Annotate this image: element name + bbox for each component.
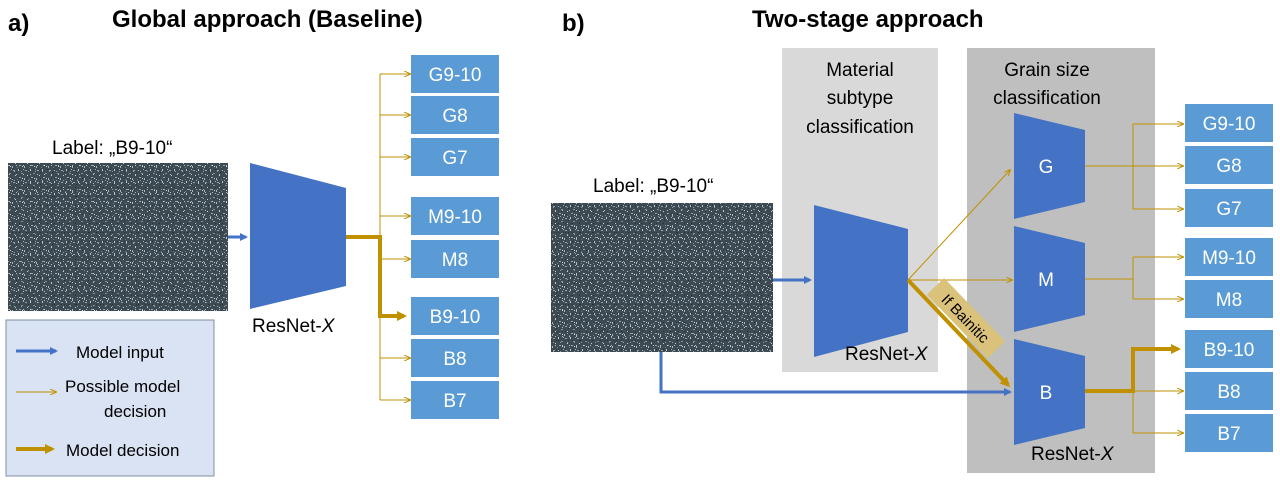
stage1-to-g-arrow [907, 170, 1010, 281]
class-box: M8 [1185, 280, 1273, 318]
class-box-label: M8 [1216, 290, 1242, 311]
panel-a: a) Global approach (Baseline) Label: „B9… [5, 6, 499, 477]
panel-a-title: Global approach (Baseline) [112, 6, 423, 33]
legend-possible-decision-1: Possible model [65, 377, 180, 396]
class-box: G8 [1185, 146, 1273, 184]
class-box-label: G9-10 [1203, 114, 1256, 135]
panel-a-model-decision-arrow [346, 235, 407, 321]
subtype-model-b [1014, 339, 1085, 445]
class-box: B9-10 [411, 297, 499, 335]
panel-a-class-boxes: G9-10 G8 G7 M9-10 M8 B9-10 B8 B7 [411, 55, 499, 419]
class-box-label: B7 [443, 391, 466, 412]
class-box: G7 [411, 138, 499, 176]
panel-b-title: Two-stage approach [752, 6, 984, 33]
subtype-model-g-label: G [1039, 157, 1054, 178]
class-box-label: M8 [442, 250, 468, 271]
class-box-label: B8 [443, 349, 466, 370]
class-box: G9-10 [411, 55, 499, 93]
class-box-label: G7 [442, 148, 467, 169]
stage1-title-line2: subtype [827, 88, 894, 109]
class-box: B8 [1185, 372, 1273, 410]
stage2-title-line2: classification [993, 88, 1101, 109]
class-box-label: B7 [1217, 424, 1240, 445]
class-box: B7 [411, 381, 499, 419]
panel-a-possible-decisions [379, 74, 410, 400]
panel-a-input-micrograph [8, 163, 228, 311]
panel-a-letter: a) [8, 10, 29, 37]
panel-b-input-arrow-stage2 [659, 352, 1012, 396]
stage2-model-label: ResNet-X [1031, 444, 1115, 465]
panel-b-input-micrograph [551, 203, 773, 352]
class-box-label: G9-10 [429, 65, 482, 86]
class-box-label: M9-10 [1202, 248, 1256, 269]
class-box-label: M9-10 [428, 207, 482, 228]
class-box-label: B9-10 [430, 307, 481, 328]
g-possible-decisions [1085, 124, 1183, 209]
legend-model-input: Model input [76, 343, 164, 362]
panel-b-input-label: Label: „B9-10“ [593, 176, 713, 197]
stage1-to-b-decision-arrow [906, 278, 1011, 388]
stage1-model-label: ResNet-X [845, 344, 929, 365]
class-box: G8 [411, 96, 499, 134]
panel-b-class-boxes: G9-10 G8 G7 M9-10 M8 B9-10 B8 B7 [1185, 104, 1273, 452]
subtype-model-m-label: M [1038, 270, 1054, 291]
m-possible-decisions [1085, 257, 1183, 299]
legend: Model input Possible model decision Mode… [5, 319, 215, 477]
subtype-model-b-label: B [1040, 383, 1053, 404]
class-box: B9-10 [1185, 330, 1273, 368]
legend-model-decision: Model decision [66, 441, 179, 460]
class-box: B7 [1185, 414, 1273, 452]
panel-b-letter: b) [562, 10, 585, 37]
class-box: M9-10 [1185, 238, 1273, 276]
b-model-decision-arrow [1085, 344, 1181, 393]
class-box-label: B9-10 [1204, 340, 1255, 361]
stage1-title-line1: Material [826, 60, 894, 81]
class-box: G7 [1185, 189, 1273, 227]
stage2-title-line1: Grain size [1004, 60, 1090, 81]
subtype-model-g [1014, 113, 1085, 219]
panel-a-model-trapezoid [250, 163, 346, 309]
class-box-label: G8 [1216, 156, 1241, 177]
class-box-label: G8 [442, 106, 467, 127]
class-box-label: B8 [1217, 382, 1240, 403]
stage1-model-trapezoid [814, 205, 908, 357]
class-box: M9-10 [411, 197, 499, 235]
class-box: M8 [411, 240, 499, 278]
panel-b: b) Two-stage approach Material subtype c… [551, 6, 1273, 473]
panel-a-input-label: Label: „B9-10“ [52, 138, 172, 159]
stage1-title-line3: classification [806, 117, 914, 138]
class-box: G9-10 [1185, 104, 1273, 142]
class-box-label: G7 [1216, 199, 1241, 220]
subtype-model-m [1014, 226, 1085, 332]
class-box: B8 [411, 339, 499, 377]
legend-possible-decision-2: decision [104, 402, 166, 421]
panel-a-model-label: ResNet-X [252, 316, 336, 337]
